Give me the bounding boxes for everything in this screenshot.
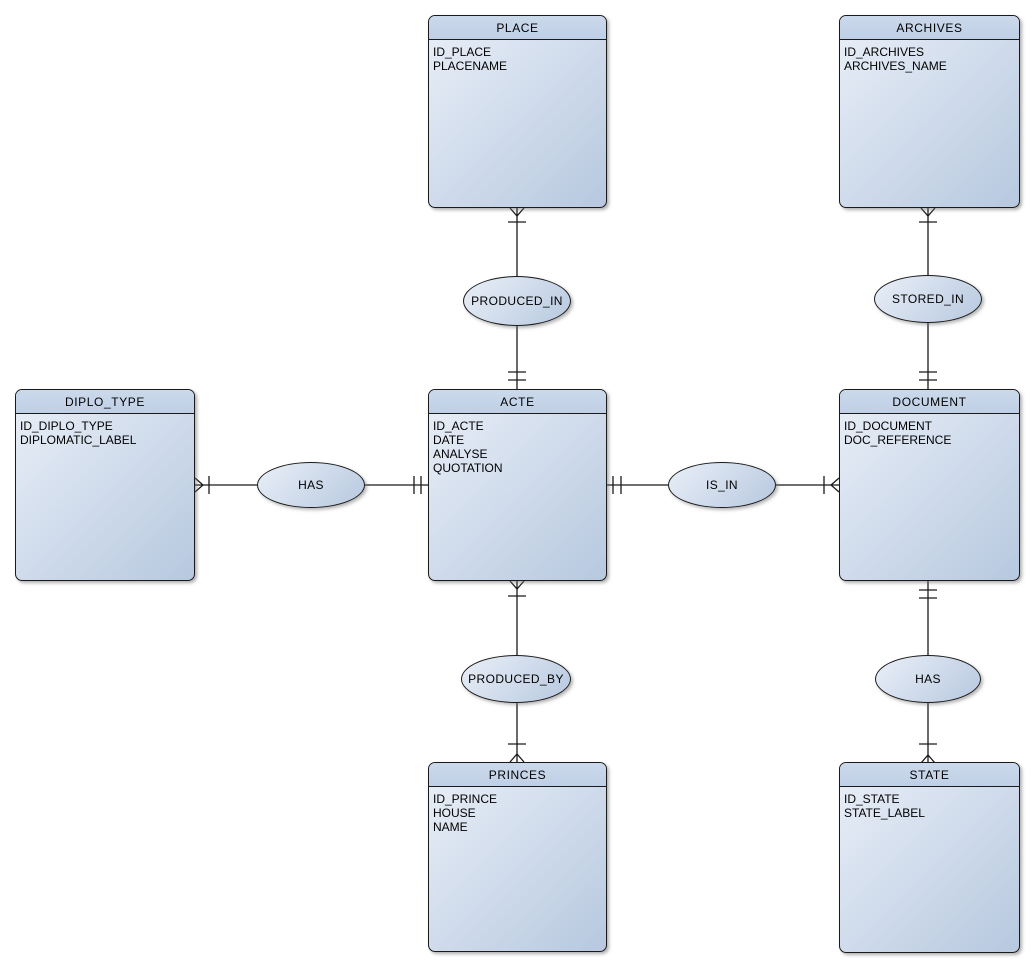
entity-attributes: ID_ARCHIVES ARCHIVES_NAME <box>840 40 1019 73</box>
entity-attributes: ID_DIPLO_TYPE DIPLOMATIC_LABEL <box>16 414 194 447</box>
attribute: HOUSE <box>433 806 476 820</box>
attribute: QUOTATION <box>433 461 503 475</box>
connector-document-has-state[interactable] <box>919 581 937 764</box>
relationship-label: HAS <box>298 478 324 492</box>
attribute: ID_PLACE <box>433 45 492 59</box>
entity-attributes: ID_PLACE PLACENAME <box>429 40 606 73</box>
crows-foot-icon <box>830 477 840 493</box>
relationship-label: STORED_IN <box>891 292 965 306</box>
attribute: ID_ARCHIVES <box>844 45 925 59</box>
relationship-label: PRODUCED_IN <box>471 294 563 308</box>
relationship-produced-in[interactable]: PRODUCED_IN <box>463 276 571 326</box>
relationship-has-state[interactable]: HAS <box>875 655 981 703</box>
entity-title: ARCHIVES <box>840 16 1019 40</box>
entity-princes[interactable]: PRINCES ID_PRINCE HOUSE NAME <box>428 762 607 952</box>
attribute: ARCHIVES_NAME <box>844 59 947 73</box>
entity-place[interactable]: PLACE ID_PLACE PLACENAME <box>428 15 607 208</box>
attribute: ID_PRINCE <box>433 792 498 806</box>
relationship-produced-by[interactable]: PRODUCED_BY <box>461 655 571 703</box>
relationship-label: HAS <box>915 672 941 686</box>
attribute: ANALYSE <box>433 447 488 461</box>
relationship-label: IS_IN <box>705 478 738 492</box>
entity-attributes: ID_DOCUMENT DOC_REFERENCE <box>840 414 1019 447</box>
attribute: NAME <box>433 820 468 834</box>
entity-diplo-type[interactable]: DIPLO_TYPE ID_DIPLO_TYPE DIPLOMATIC_LABE… <box>15 389 195 581</box>
attribute: PLACENAME <box>433 59 508 73</box>
connector-diplo-type-has-acte[interactable] <box>194 476 428 494</box>
crows-foot-icon <box>509 580 525 590</box>
entity-acte[interactable]: ACTE ID_ACTE DATE ANALYSE QUOTATION <box>428 389 607 581</box>
connector-place-produced-in-acte[interactable] <box>508 207 526 389</box>
entity-title: PRINCES <box>429 763 606 787</box>
crows-foot-icon <box>509 753 525 763</box>
attribute: ID_DOCUMENT <box>844 419 933 433</box>
attribute: DOC_REFERENCE <box>844 433 952 447</box>
attribute: ID_ACTE <box>433 419 484 433</box>
entity-title: STATE <box>840 763 1019 787</box>
entity-attributes: ID_STATE STATE_LABEL <box>840 787 1019 820</box>
crows-foot-icon <box>920 207 936 217</box>
relationship-label: PRODUCED_BY <box>468 672 564 686</box>
connector-acte-is-in-document[interactable] <box>607 476 840 494</box>
relationship-stored-in[interactable]: STORED_IN <box>874 275 982 323</box>
entity-attributes: ID_ACTE DATE ANALYSE QUOTATION <box>429 414 606 475</box>
crows-foot-icon <box>509 207 525 217</box>
relationship-is-in[interactable]: IS_IN <box>668 462 776 508</box>
attribute: DATE <box>433 433 465 447</box>
attribute: ID_DIPLO_TYPE <box>20 419 113 433</box>
crows-foot-icon <box>920 754 936 764</box>
entity-title: DIPLO_TYPE <box>16 390 194 414</box>
crows-foot-icon <box>194 477 204 493</box>
attribute: ID_STATE <box>844 792 900 806</box>
entity-title: DOCUMENT <box>840 390 1019 414</box>
attribute: STATE_LABEL <box>844 806 925 820</box>
relationship-has-diplo-type[interactable]: HAS <box>257 462 365 508</box>
entity-title: PLACE <box>429 16 606 40</box>
entity-state[interactable]: STATE ID_STATE STATE_LABEL <box>839 762 1020 953</box>
connector-acte-produced-by-princes[interactable] <box>508 580 526 763</box>
entity-attributes: ID_PRINCE HOUSE NAME <box>429 787 606 834</box>
connector-archives-stored-in-document[interactable] <box>919 207 937 389</box>
entity-document[interactable]: DOCUMENT ID_DOCUMENT DOC_REFERENCE <box>839 389 1020 581</box>
entity-title: ACTE <box>429 390 606 414</box>
entity-archives[interactable]: ARCHIVES ID_ARCHIVES ARCHIVES_NAME <box>839 15 1020 208</box>
attribute: DIPLOMATIC_LABEL <box>20 433 137 447</box>
